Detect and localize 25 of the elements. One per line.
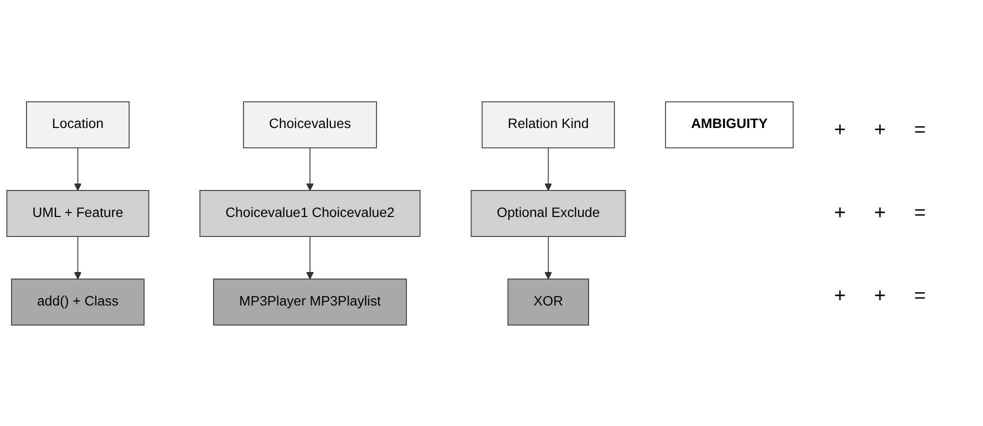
arrow: [544, 236, 552, 279]
operator-sign: +: [873, 284, 887, 308]
operator-sign: =: [913, 118, 927, 142]
operator-sign: +: [833, 202, 847, 224]
node-box: Choicevalues: [243, 100, 377, 148]
arrow: [74, 236, 82, 279]
arrow: [74, 146, 82, 190]
operator-sign: +: [873, 118, 887, 142]
operator-sign: =: [913, 202, 927, 224]
arrow: [306, 236, 314, 279]
operator-sign: =: [913, 284, 927, 308]
node-box: Relation Kind: [482, 100, 615, 148]
node-box: XOR: [508, 278, 590, 326]
node-box: Location: [26, 100, 130, 148]
arrow: [544, 146, 552, 190]
node-box: add() + Class: [11, 278, 145, 326]
node-box: MP3Player MP3Playlist: [213, 278, 407, 326]
node-box: UML + Feature: [6, 190, 150, 236]
node-box: Optional Exclude: [470, 190, 626, 236]
operator-sign: +: [873, 202, 887, 224]
operator-sign: +: [833, 284, 847, 308]
arrow: [306, 146, 314, 190]
operator-sign: +: [833, 118, 847, 142]
node-box: AMBIGUITY: [665, 100, 794, 148]
node-box: Choicevalue1 Choicevalue2: [199, 190, 420, 236]
